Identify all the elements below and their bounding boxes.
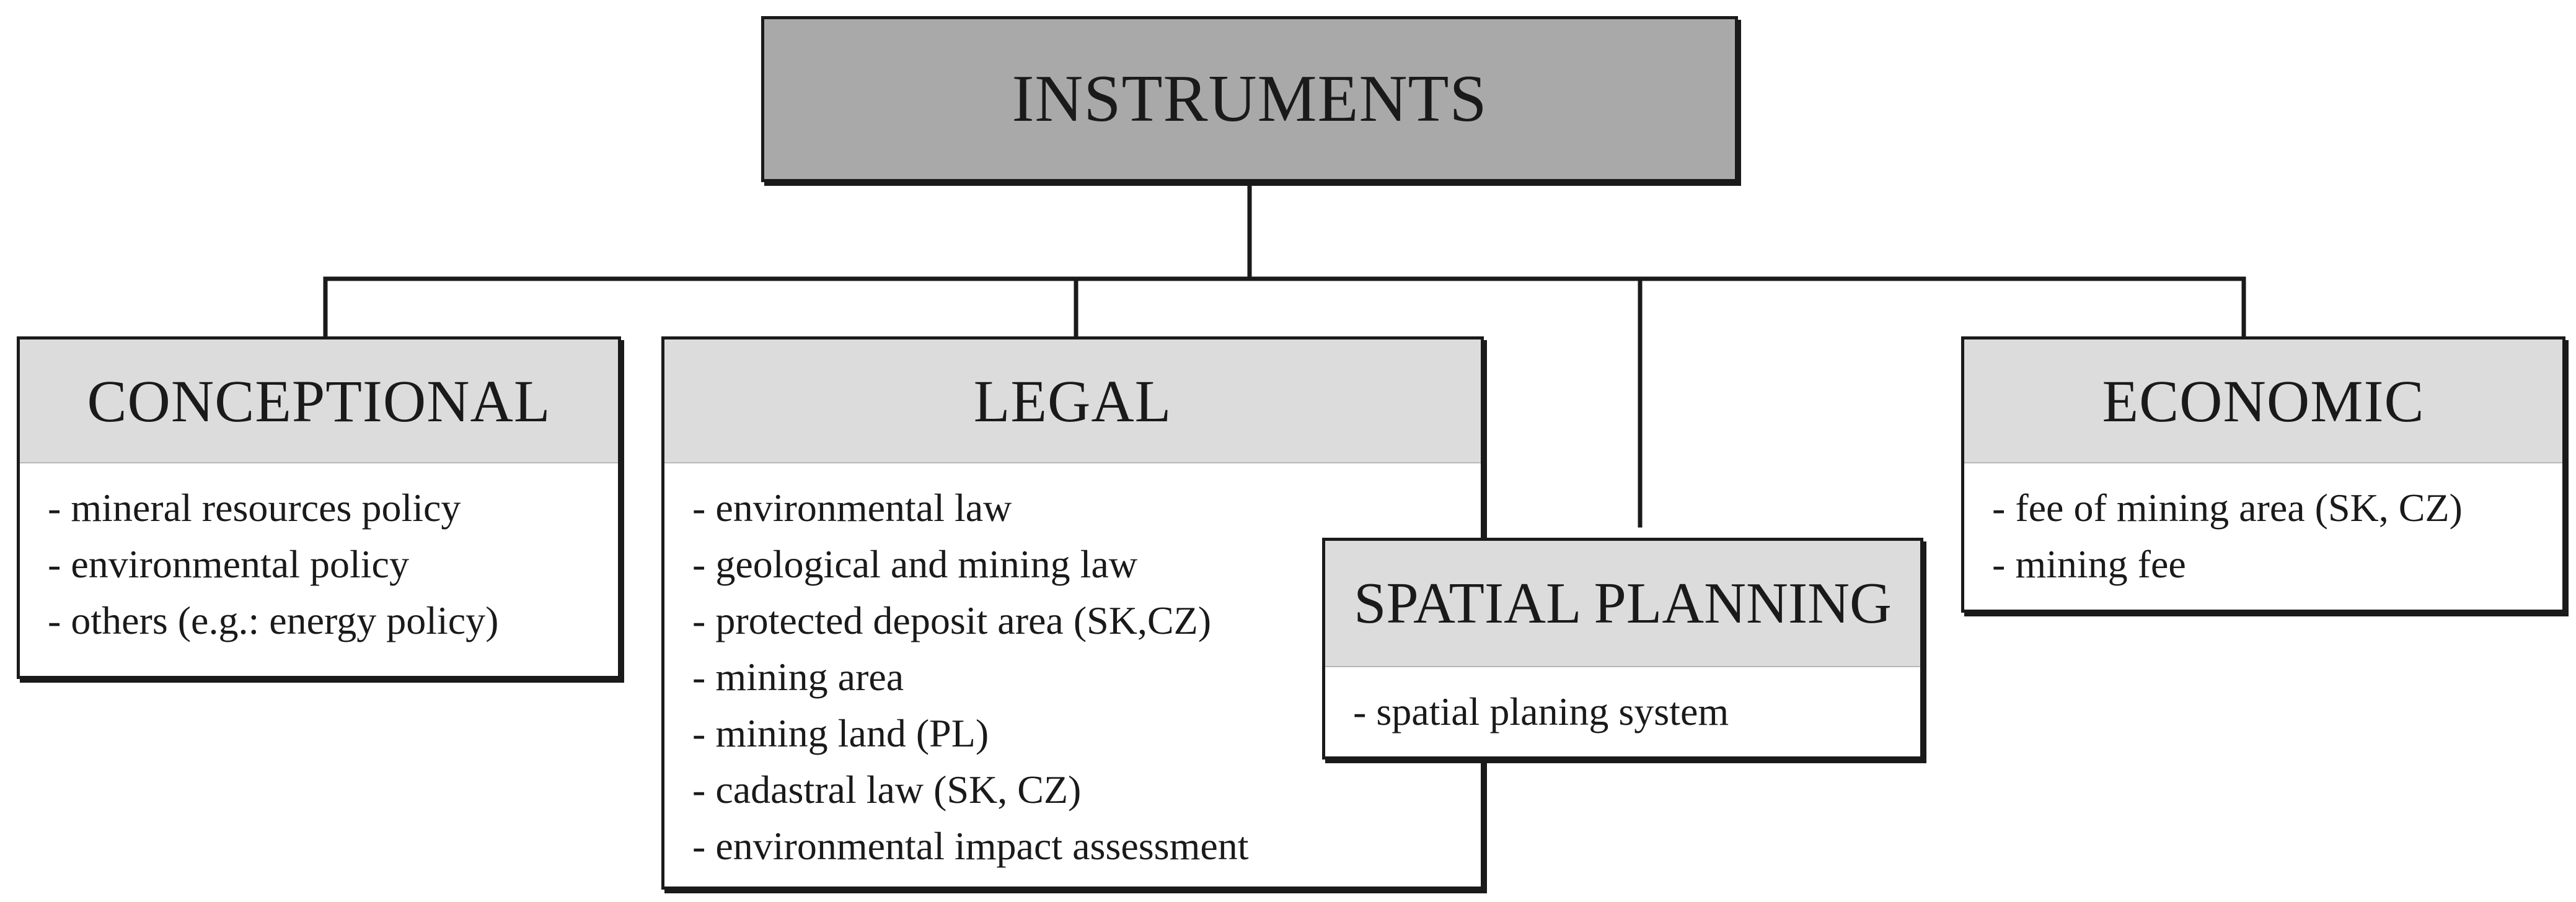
instruments-root-box: INSTRUMENTS	[761, 16, 1738, 182]
list-item: -environmental impact assessment	[692, 824, 1249, 868]
list-item: -mineral resources policy	[48, 486, 461, 530]
list-item: -cadastral law (SK, CZ)	[692, 768, 1082, 812]
conceptional-title: CONCEPTIONAL	[87, 367, 551, 434]
economic-title: ECONOMIC	[2102, 367, 2425, 434]
spatial-planning-title: SPATIAL PLANNING	[1354, 571, 1892, 636]
economic-box: ECONOMIC -fee of mining area (SK, CZ) -m…	[1961, 336, 2565, 613]
legal-header: LEGAL	[664, 339, 1481, 463]
economic-header: ECONOMIC	[1964, 339, 2562, 463]
list-item: -mining land (PL)	[692, 711, 989, 755]
list-item: -mining area	[692, 655, 904, 699]
list-item: -mining fee	[1992, 542, 2186, 586]
conceptional-header: CONCEPTIONAL	[20, 339, 618, 463]
spatial-planning-header: SPATIAL PLANNING	[1325, 541, 1920, 667]
instruments-title: INSTRUMENTS	[1012, 62, 1488, 136]
list-item: -fee of mining area (SK, CZ)	[1992, 486, 2463, 530]
list-item: -spatial planing system	[1353, 690, 1729, 733]
conceptional-box: CONCEPTIONAL -mineral resources policy -…	[17, 336, 621, 679]
list-item: -others (e.g.: energy policy)	[48, 598, 499, 642]
list-item: -environmental law	[692, 486, 1012, 530]
legal-title: LEGAL	[973, 367, 1172, 434]
list-item: -environmental policy	[48, 542, 409, 586]
list-item: -geological and mining law	[692, 542, 1138, 586]
spatial-planning-list: -spatial planing system	[1325, 667, 1920, 740]
economic-list: -fee of mining area (SK, CZ) -mining fee	[1964, 463, 2562, 592]
spatial-planning-box: SPATIAL PLANNING -spatial planing system	[1322, 538, 1923, 760]
list-item: -protected deposit area (SK,CZ)	[692, 598, 1212, 642]
conceptional-list: -mineral resources policy -environmental…	[20, 463, 618, 649]
legal-list: -environmental law -geological and minin…	[664, 463, 1481, 874]
